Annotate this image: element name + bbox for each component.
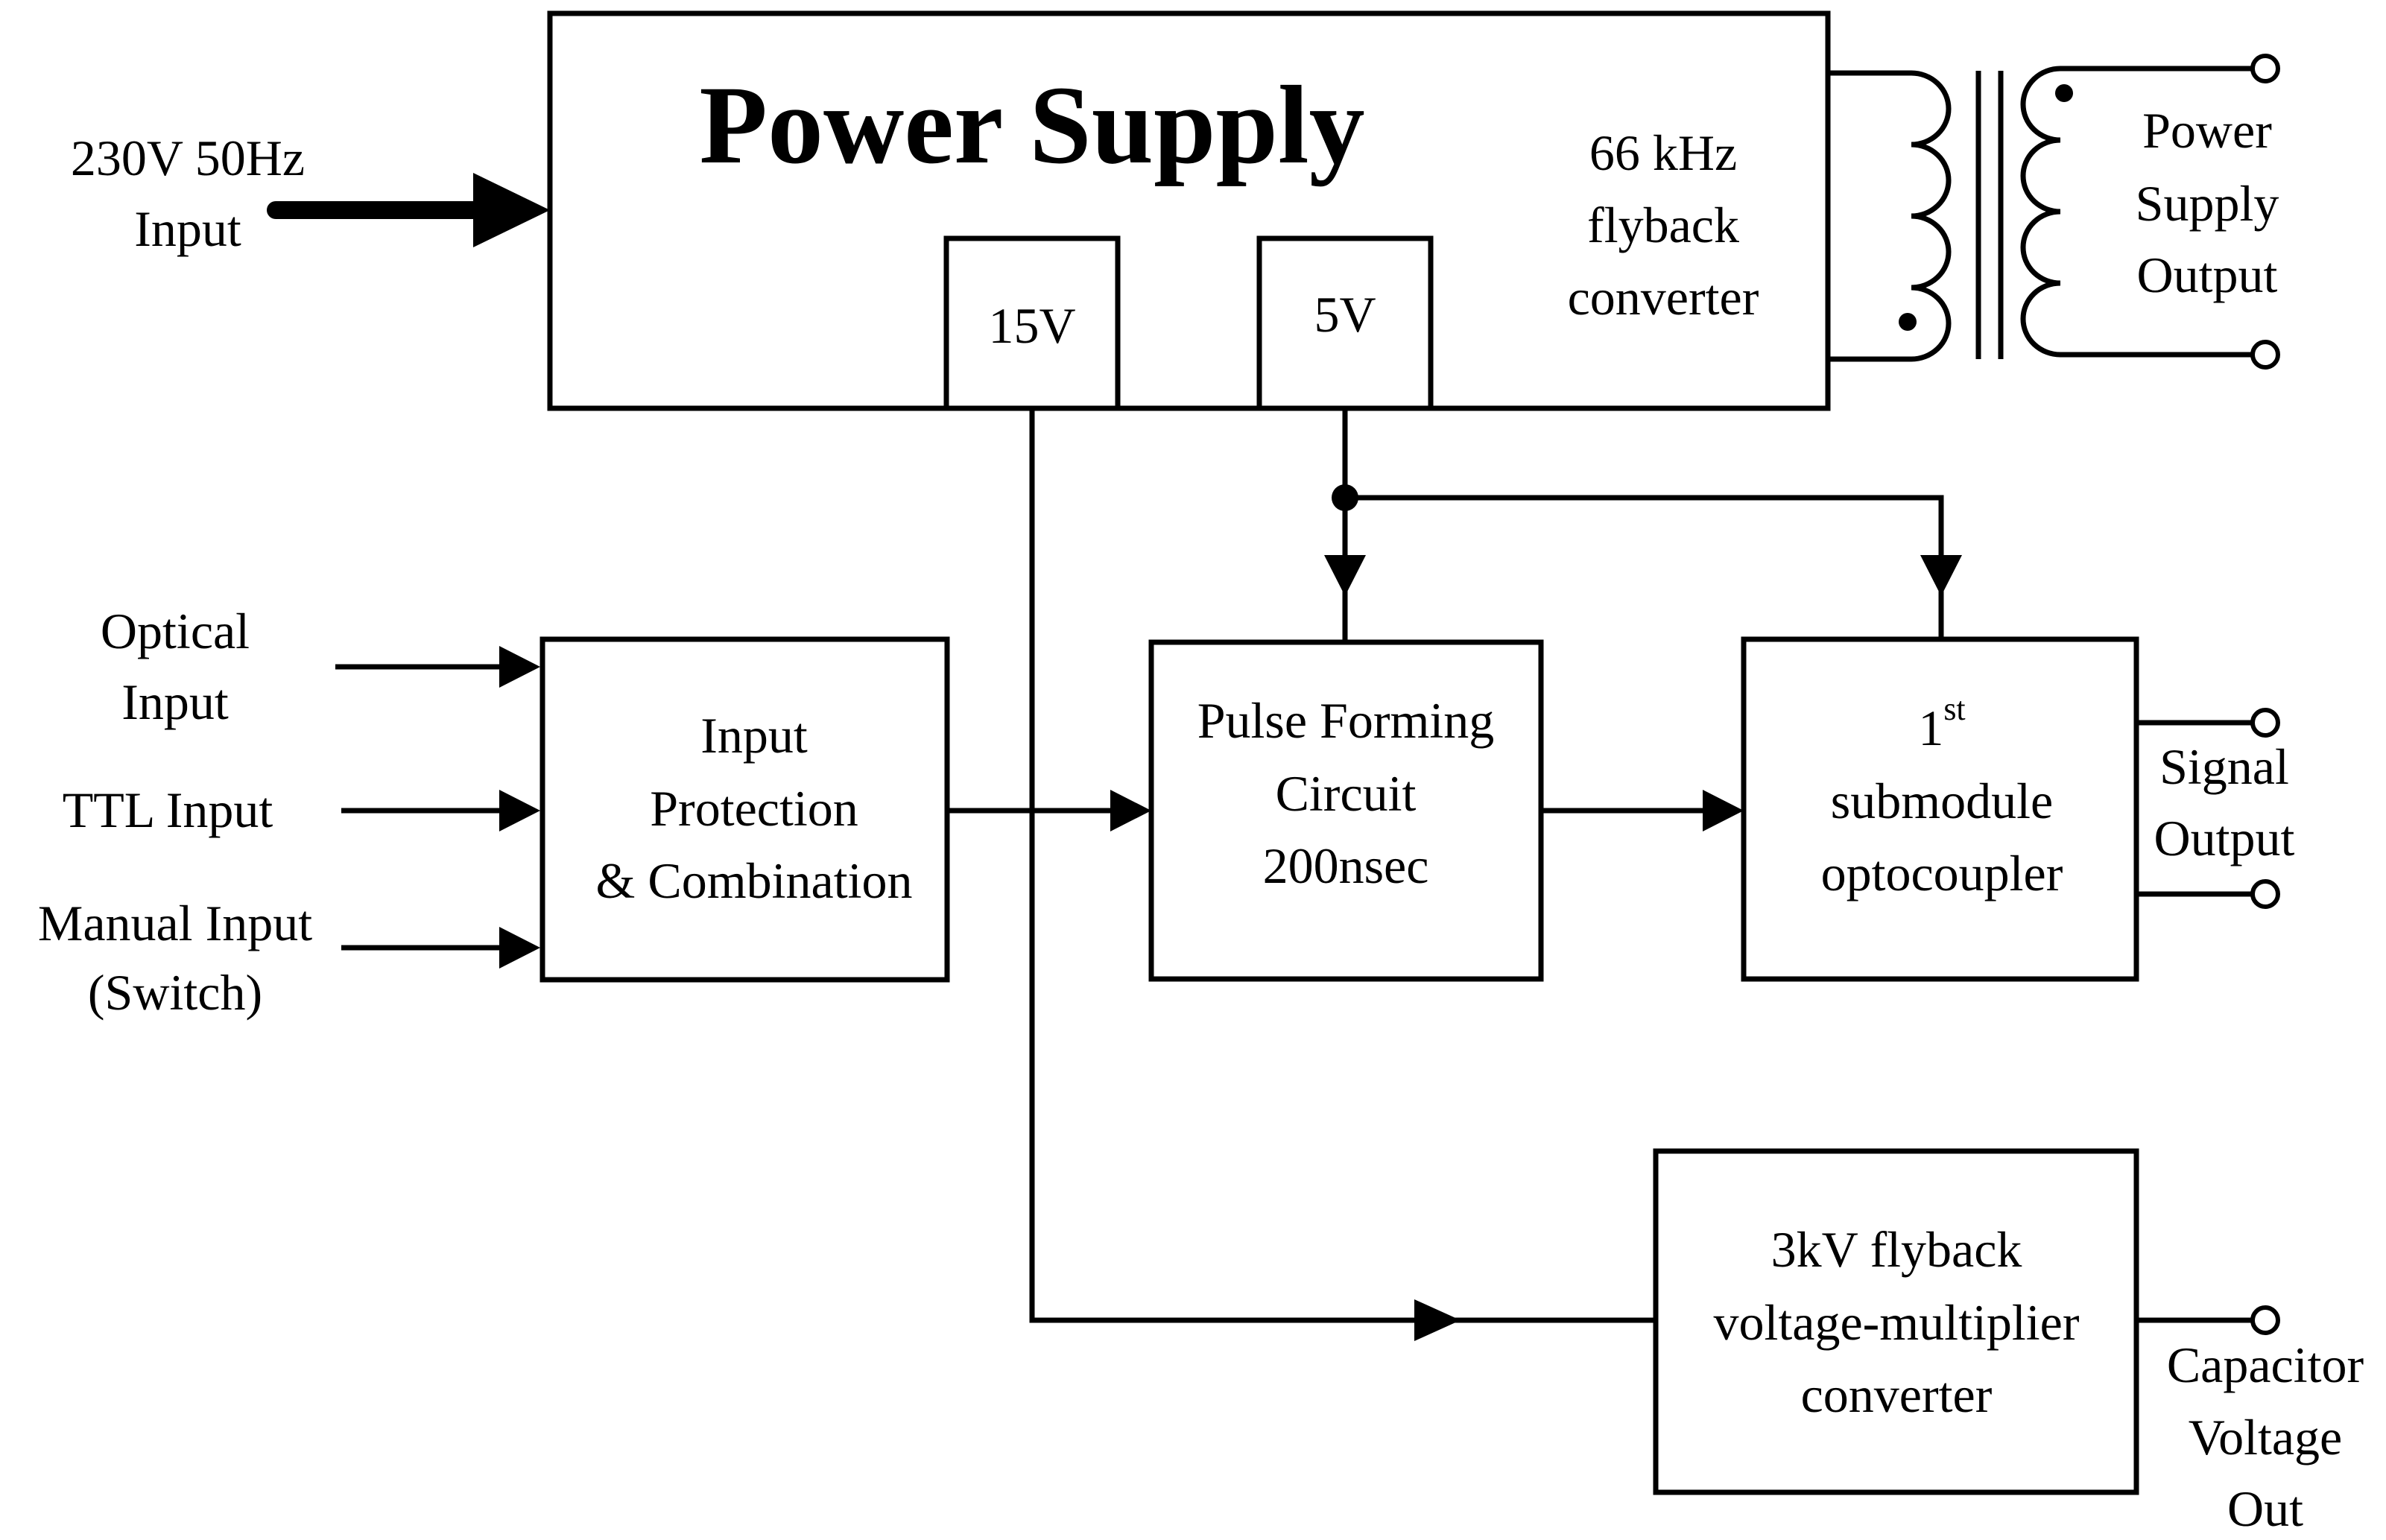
secondary-polarity-dot [2055,84,2073,102]
optical-input-line1: Optical [101,603,250,659]
optocoupler-block: 1st submodule optocoupler [1741,636,2139,982]
ttl-input-label: TTL Input [63,782,273,838]
capacitor-output-line2: Voltage [2189,1409,2343,1465]
hv-converter-block: 3kV flyback voltage-multiplier converter [1653,1148,2139,1495]
capacitor-output-terminal [2250,1305,2280,1335]
hv-converter-line2: voltage-multiplier [1714,1294,2080,1351]
capacitor-output-line3: Out [2227,1480,2303,1537]
primary-winding [1828,70,1952,362]
converter-label-line3: converter [1568,269,1759,326]
manual-input-arrowhead [499,927,540,969]
rail-15v-box [943,235,1121,411]
signal-output-line2: Output [2154,810,2295,866]
rail-5v-wire-branch [1345,495,1944,639]
mains-input-line1: 230V 50Hz [71,130,305,186]
hv-converter-line1: 3kV flyback [1771,1221,2022,1278]
pulse-forming-line2: Circuit [1276,765,1417,822]
ps-output-line1: Power [2142,102,2272,159]
connections [947,408,1962,1341]
mains-input-arrowhead [473,173,550,247]
rail-5v-junction-dot [1332,484,1358,511]
transformer [1828,54,2280,370]
ps-output-line2: Supply [2136,175,2279,232]
rail-5v-label: 5V [1314,286,1376,343]
signal-output-terminal-top [2250,708,2280,738]
mains-input: 230V 50Hz Input [71,130,550,257]
signal-output-line1: Signal [2159,738,2289,795]
converter-label-line2: flyback [1587,197,1739,253]
optocoupler-line1: 1st [1918,691,1965,756]
external-inputs: Optical Input TTL Input Manual Input (Sw… [38,603,540,1021]
optical-input-line2: Input [121,674,229,730]
input-protection-block: Input Protection & Combination [539,636,950,983]
rail-15v-arrowhead [1414,1299,1461,1341]
capacitor-output: Capacitor Voltage Out [2136,1305,2364,1537]
signal-output: Signal Output [2136,708,2295,909]
rail-15v-label: 15V [988,297,1075,354]
secondary-winding [2020,66,2265,358]
ps-output-line3: Output [2137,247,2278,303]
input-protection-line2: Protection [650,780,858,837]
manual-input-line1: Manual Input [38,895,312,951]
primary-polarity-dot [1899,313,1917,331]
optocoupler-line3: optocoupler [1821,845,2063,901]
optocoupler-superscript: st [1943,691,1965,727]
optical-input-arrowhead [499,646,540,688]
hv-converter-line3: converter [1801,1366,1993,1423]
rail-5v-pulse-arrowhead [1324,555,1366,596]
optocoupler-number: 1 [1918,700,1943,756]
power-supply-block: Power Supply 15V 5V 66 kHz flyback conve… [547,10,1831,411]
rail-5v-opto-arrowhead [1920,555,1962,596]
manual-input-line2: (Switch) [88,964,262,1021]
power-supply-output-label: Power Supply Output [2136,102,2279,303]
protection-to-pulse-arrowhead [1110,790,1151,831]
optocoupler-line2: submodule [1831,773,2053,829]
pulse-to-opto-arrowhead [1703,790,1744,831]
power-supply-title: Power Supply [699,63,1364,187]
mains-input-line2: Input [134,200,241,257]
input-protection-line3: & Combination [596,852,913,909]
input-protection-line1: Input [700,707,808,764]
ttl-input-arrowhead [499,790,540,831]
pulse-forming-block: Pulse Forming Circuit 200nsec [1148,639,1544,982]
pulse-forming-line3: 200nsec [1263,837,1429,894]
signal-output-terminal-bottom [2250,879,2280,909]
ps-output-terminal-bottom [2250,340,2280,370]
converter-label-line1: 66 kHz [1589,124,1737,181]
ps-output-terminal-top [2250,54,2280,83]
pulse-forming-line1: Pulse Forming [1197,692,1495,749]
capacitor-output-line1: Capacitor [2167,1337,2364,1393]
